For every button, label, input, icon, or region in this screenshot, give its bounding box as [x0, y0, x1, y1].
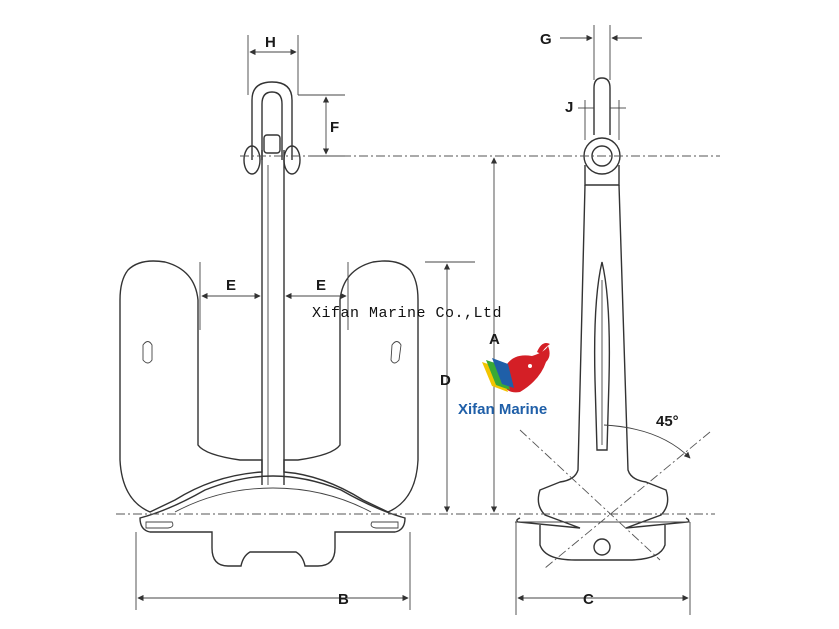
- label-j: J: [565, 99, 573, 116]
- watermark-text: Xifan Marine Co.,Ltd: [312, 305, 502, 322]
- label-f: F: [330, 119, 339, 136]
- anchor-side-view: [515, 77, 690, 561]
- anchor-front-view: [119, 81, 419, 567]
- dimension-labels: H F A D E E B C G J 45°: [226, 31, 679, 608]
- angle-label: 45°: [656, 413, 679, 430]
- label-g: G: [540, 31, 552, 48]
- label-h: H: [265, 34, 276, 51]
- brand-logo: [482, 343, 550, 393]
- label-d: D: [440, 372, 451, 389]
- label-e-right: E: [316, 277, 326, 294]
- label-b: B: [338, 591, 349, 608]
- label-c: C: [583, 591, 594, 608]
- brand-name: Xifan Marine: [458, 401, 547, 418]
- dimension-lines: [135, 25, 691, 615]
- label-e-left: E: [226, 277, 236, 294]
- label-a: A: [489, 331, 500, 348]
